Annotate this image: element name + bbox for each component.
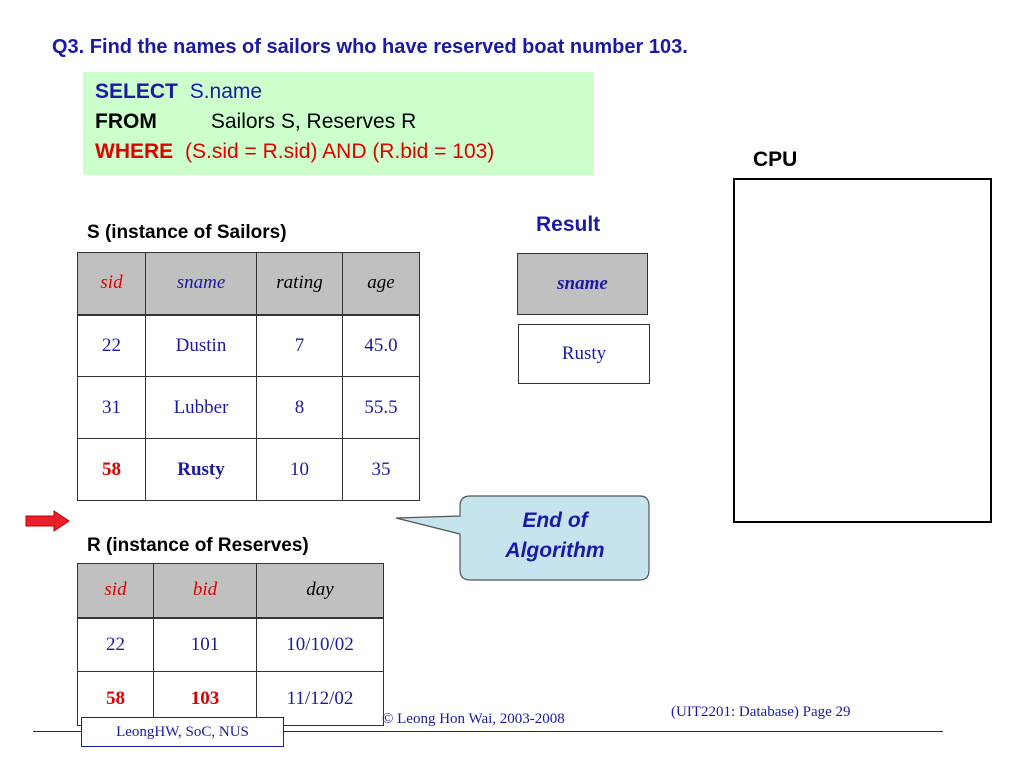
sql-select-keyword: SELECT	[95, 80, 178, 103]
sql-select-clause: S.name	[189, 80, 263, 103]
reserves-cell-sid: 22	[77, 617, 154, 672]
sailors-cell-sname: Dustin	[145, 314, 257, 377]
sql-from-keyword: FROM	[95, 110, 157, 133]
sailors-cell-sid: 31	[77, 376, 146, 439]
reserves-cell-day: 11/12/02	[256, 671, 384, 726]
reserves-header-sid: sid	[77, 563, 154, 619]
table-row: 31 Lubber 8 55.5	[77, 376, 420, 439]
sailors-cell-rating: 8	[256, 376, 343, 439]
sailors-cell-age: 55.5	[342, 376, 420, 439]
footer-page-ref: (UIT2201: Database) Page 29	[671, 704, 851, 720]
footer-author: LeongHW, SoC, NUS	[81, 717, 284, 747]
sql-where-line: WHERE (S.sid = R.sid) AND (R.bid = 103)	[95, 140, 494, 164]
sailors-caption: S (instance of Sailors)	[87, 222, 287, 243]
sql-query-box: SELECT S.name FROM Sailors S, Reserves R…	[83, 72, 594, 175]
sql-from-clause: Sailors S, Reserves R	[210, 110, 417, 133]
footer-divider	[33, 731, 943, 732]
sql-from-line: FROM Sailors S, Reserves R	[95, 110, 416, 134]
callout-text: End of Algorithm	[462, 506, 648, 566]
sailors-cell-age: 35	[342, 438, 420, 501]
callout-line-1: End of	[522, 509, 588, 532]
table-row: 22 101 10/10/02	[77, 617, 384, 672]
sql-where-clause: (S.sid = R.sid) AND (R.bid = 103)	[185, 140, 495, 163]
sailors-cell-sid: 58	[77, 438, 146, 501]
sailors-cell-sid: 22	[77, 314, 146, 377]
reserves-caption: R (instance of Reserves)	[87, 535, 309, 556]
result-row: Rusty	[518, 324, 650, 384]
reserves-header-row: sid bid day	[77, 563, 384, 619]
result-header-sname: sname	[517, 253, 648, 315]
reserves-cell-sid: 58	[77, 671, 154, 726]
reserves-header-bid: bid	[153, 563, 257, 619]
reserves-cell-bid: 101	[153, 617, 257, 672]
sailors-cell-age: 45.0	[342, 314, 420, 377]
sailors-cell-rating: 7	[256, 314, 343, 377]
sailors-header-sid: sid	[77, 252, 146, 316]
sql-where-keyword: WHERE	[95, 140, 174, 163]
result-title: Result	[536, 213, 601, 236]
current-row-arrow-icon	[25, 510, 70, 532]
sailors-table: sid sname rating age 22 Dustin 7 45.0 31…	[77, 252, 420, 501]
table-row-highlighted: 58 Rusty 10 35	[77, 438, 420, 501]
footer-copyright: © Leong Hon Wai, 2003-2008	[382, 711, 565, 727]
sailors-header-row: sid sname rating age	[77, 252, 420, 316]
reserves-header-day: day	[256, 563, 384, 619]
table-row-highlighted: 58 103 11/12/02	[77, 671, 384, 726]
callout-bubble	[395, 495, 650, 581]
sailors-cell-rating: 10	[256, 438, 343, 501]
table-row: 22 Dustin 7 45.0	[77, 314, 420, 377]
sailors-header-age: age	[342, 252, 420, 316]
sailors-header-sname: sname	[145, 252, 257, 316]
reserves-cell-day: 10/10/02	[256, 617, 384, 672]
cpu-box	[733, 178, 992, 523]
reserves-table: sid bid day 22 101 10/10/02 58 103 11/12…	[77, 563, 384, 726]
cpu-label: CPU	[753, 148, 798, 171]
sql-select-line: SELECT S.name	[95, 80, 262, 104]
sailors-header-rating: rating	[256, 252, 343, 316]
callout-line-2: Algorithm	[505, 539, 605, 562]
slide-title: Q3. Find the names of sailors who have r…	[52, 36, 688, 58]
sailors-cell-sname: Lubber	[145, 376, 257, 439]
sailors-cell-sname: Rusty	[145, 438, 257, 501]
